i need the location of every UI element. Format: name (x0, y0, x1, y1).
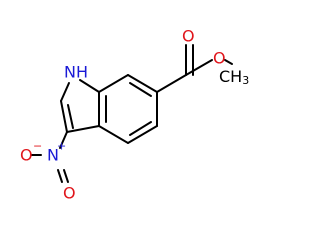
bond-nitro-n-o2-second (57, 169, 63, 183)
carbonyl-o-label: O (182, 27, 195, 46)
bond-c4-c3a (98, 125, 129, 144)
nitro-n-charge: + (57, 140, 66, 153)
nitro-o-minus-label: O (20, 146, 33, 165)
methyl-ch: CH (219, 67, 242, 86)
bond-c5-carbonyl-c (156, 74, 187, 93)
bond-c5-c4-inner (129, 121, 152, 136)
bond-c5-c4 (127, 125, 158, 144)
bond-nitro-n-o2 (63, 169, 69, 183)
nitro-o-charge: − (33, 140, 42, 153)
bond-c7-c6 (127, 74, 158, 93)
bond-c2-c3 (60, 100, 68, 133)
bond-c3-c3a (66, 125, 100, 133)
bond-c3-nitro-n (59, 131, 68, 149)
methyl-label: CH3 (219, 67, 249, 87)
molecule-canvas: N H O − N + O O O CH3 (20, 26, 250, 203)
nitro-o-label: O (63, 184, 76, 203)
bond-n1-c2 (60, 82, 70, 102)
indole-h-label: H (76, 63, 88, 82)
bond-ester-o-methyl (224, 59, 233, 65)
nitro-n-label: N (47, 146, 59, 165)
bond-c7a-c7 (98, 74, 129, 93)
indole-n-label: N (64, 63, 76, 82)
methyl-subscript: 3 (242, 74, 249, 87)
bond-c7-c6-inner (129, 82, 152, 97)
structure-diagram: N H O − N + O O O CH3 (20, 27, 249, 203)
bond-c2-c3-inner (67, 104, 74, 129)
ester-o-label: O (213, 49, 226, 68)
bond-c7a-n1 (79, 79, 100, 93)
bond-carbonyl-c-ester-o (185, 59, 213, 76)
